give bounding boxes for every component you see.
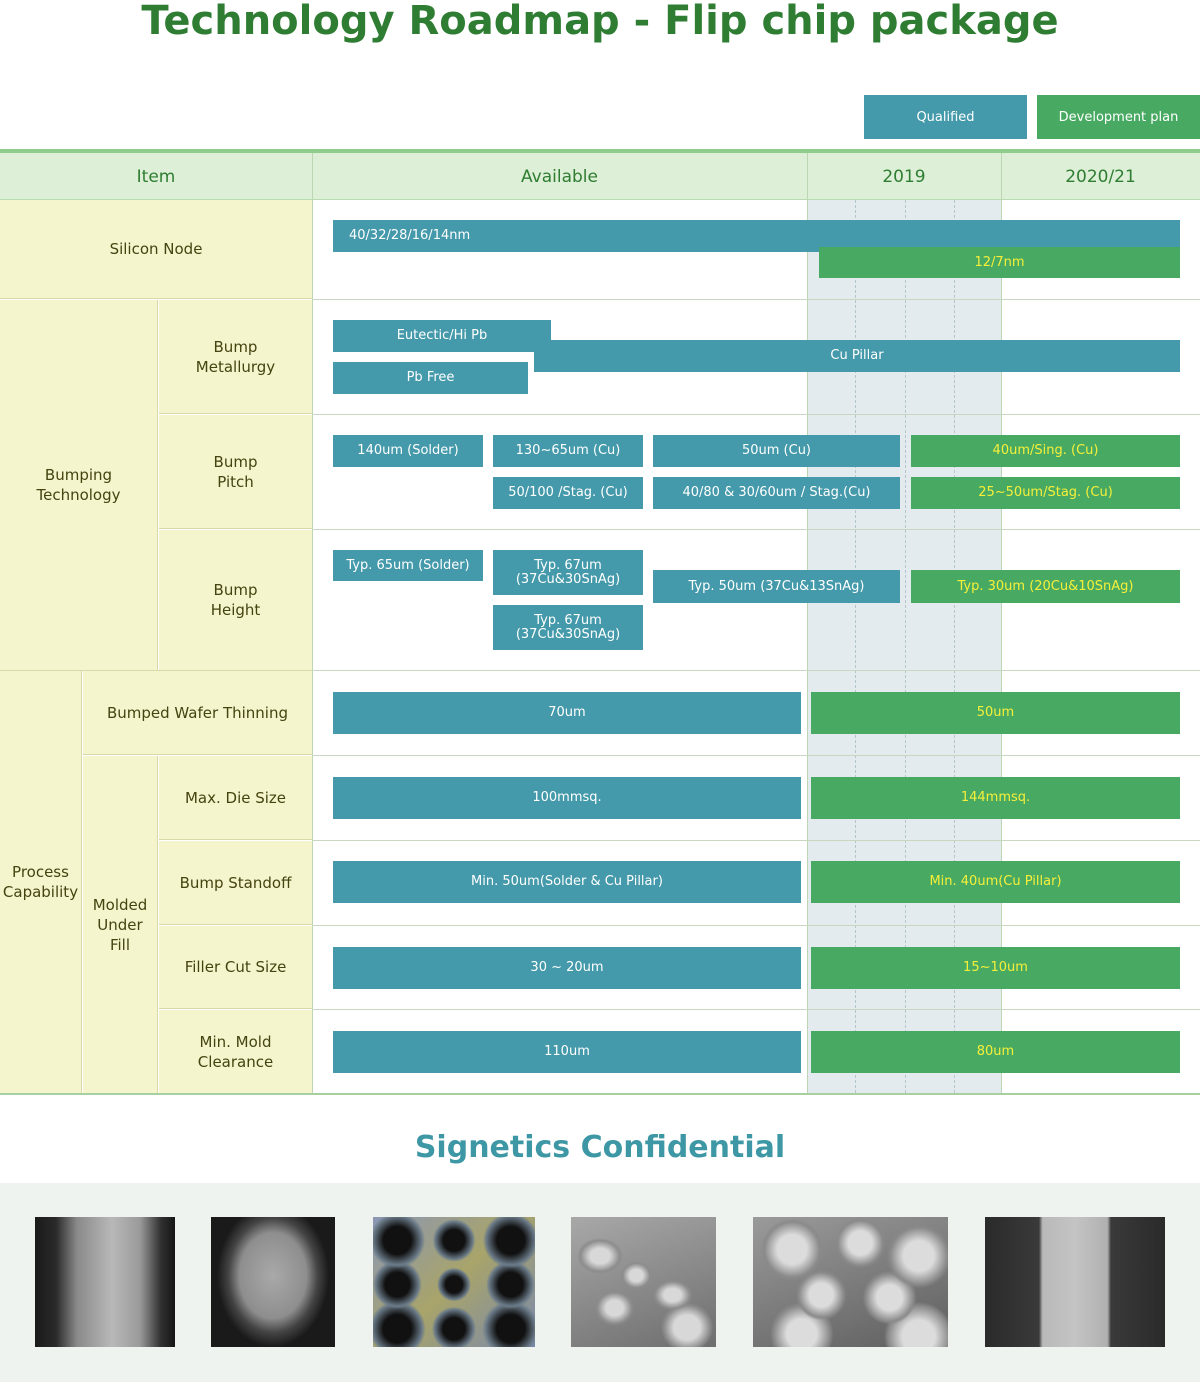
bump-cross-section-photo	[985, 1217, 1165, 1347]
cu-pillar-cross-section-photo	[35, 1217, 175, 1347]
header-top-rule	[0, 149, 1200, 153]
bar-filler-15-10um: 15~10um	[811, 947, 1180, 989]
quarter-divider	[905, 200, 906, 1093]
cu-pillar-array-sem-photo	[753, 1217, 948, 1347]
bar-height-50um: Typ. 50um (37Cu&13SnAg)	[653, 570, 900, 603]
bar-pitch-25-50um-stag: 25~50um/Stag. (Cu)	[911, 477, 1180, 509]
bar-pitch-140um: 140um (Solder)	[333, 435, 483, 467]
bar-clearance-80um: 80um	[811, 1031, 1180, 1073]
bar-standoff-50um: Min. 50um(Solder & Cu Pillar)	[333, 861, 801, 903]
bar-pb-free: Pb Free	[333, 362, 528, 394]
table-header	[0, 153, 1200, 200]
row-label-bump-height: Bump Height	[159, 530, 312, 670]
column-header-2019: 2019	[882, 166, 926, 187]
bar-thinning-70um: 70um	[333, 692, 801, 734]
row-label-min-mold-clearance: Min. Mold Clearance	[159, 1010, 312, 1093]
row-label-bump-metallurgy: Bump Metallurgy	[159, 300, 312, 414]
row-divider	[312, 1009, 1200, 1010]
column-divider	[312, 153, 313, 1093]
page-title: Technology Roadmap - Flip chip package	[141, 0, 1059, 44]
row-divider	[312, 755, 1200, 756]
bar-pitch-40um-sing: 40um/Sing. (Cu)	[911, 435, 1180, 467]
solder-bump-sem-photo	[211, 1217, 335, 1347]
bump-array-tilted-sem-photo	[571, 1217, 716, 1347]
row-divider	[312, 670, 1200, 671]
bar-clearance-110um: 110um	[333, 1031, 801, 1073]
legend-qualified: Qualified	[864, 95, 1027, 139]
legend-development-plan: Development plan	[1037, 95, 1200, 139]
quarter-divider	[954, 200, 955, 1093]
row-label-silicon-node: Silicon Node	[0, 200, 312, 299]
bar-pitch-40-80-stag: 40/80 & 30/60um / Stag.(Cu)	[653, 477, 900, 509]
column-header-2020-21: 2020/21	[1065, 166, 1136, 187]
column-divider	[807, 153, 808, 1093]
column-header-available: Available	[521, 166, 598, 187]
row-divider	[312, 414, 1200, 415]
row-divider	[312, 299, 1200, 300]
row-divider	[312, 529, 1200, 530]
row-label-process-capability: Process Capability	[0, 671, 82, 1093]
row-label-molded-under-fill: Molded Under Fill	[83, 756, 158, 1093]
row-label-filler-cut-size: Filler Cut Size	[159, 926, 312, 1009]
table-bottom-rule	[0, 1093, 1200, 1095]
row-label-bump-standoff: Bump Standoff	[159, 841, 312, 925]
label-divider	[0, 670, 312, 671]
bar-height-67um-second: Typ. 67um (37Cu&30SnAg)	[493, 605, 643, 650]
bar-standoff-40um: Min. 40um(Cu Pillar)	[811, 861, 1180, 903]
bar-silicon-node-development: 12/7nm	[819, 247, 1180, 278]
bar-cu-pillar: Cu Pillar	[534, 340, 1180, 372]
quarter-divider	[855, 200, 856, 1093]
row-label-bump-pitch: Bump Pitch	[159, 415, 312, 529]
bar-height-67um: Typ. 67um (37Cu&30SnAg)	[493, 550, 643, 595]
bar-pitch-50-100-stag: 50/100 /Stag. (Cu)	[493, 477, 643, 509]
bar-thinning-50um: 50um	[811, 692, 1180, 734]
bar-die-size-144mmsq: 144mmsq.	[811, 777, 1180, 819]
bar-filler-30-20um: 30 ~ 20um	[333, 947, 801, 989]
bar-pitch-130-65um: 130~65um (Cu)	[493, 435, 643, 467]
bar-eutectic-hi-pb: Eutectic/Hi Pb	[333, 320, 551, 352]
row-label-bumped-wafer-thinning: Bumped Wafer Thinning	[83, 671, 312, 755]
column-header-item: Item	[136, 166, 176, 187]
row-label-max-die-size: Max. Die Size	[159, 756, 312, 840]
row-label-bumping-technology: Bumping Technology	[0, 300, 158, 670]
confidential-notice: Signetics Confidential	[414, 1130, 786, 1165]
bar-die-size-100mmsq: 100mmsq.	[333, 777, 801, 819]
row-divider	[312, 840, 1200, 841]
bump-array-top-view-photo	[373, 1217, 535, 1347]
bar-pitch-50um: 50um (Cu)	[653, 435, 900, 467]
column-divider	[1001, 153, 1002, 1093]
bar-height-65um: Typ. 65um (Solder)	[333, 550, 483, 581]
row-divider	[312, 925, 1200, 926]
bar-silicon-node-qualified: 40/32/28/16/14nm	[333, 220, 1180, 252]
bar-height-30um: Typ. 30um (20Cu&10SnAg)	[911, 570, 1180, 603]
